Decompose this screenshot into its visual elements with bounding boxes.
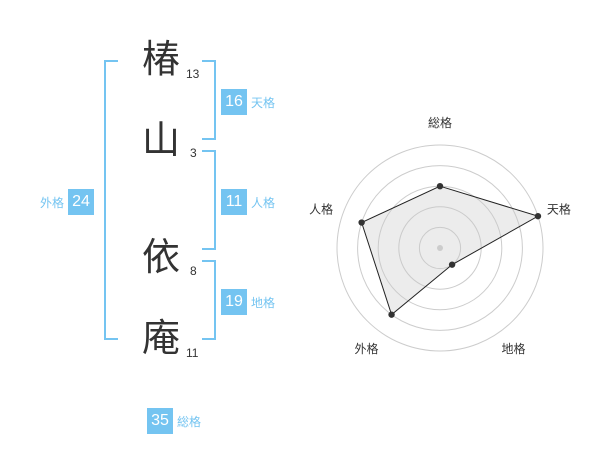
gaikaku-value: 24 xyxy=(68,189,95,215)
soukaku-label: 総格 xyxy=(177,414,202,429)
tenkaku-value: 16 xyxy=(221,89,247,115)
chikaku-badge: 19 地格 xyxy=(221,289,275,315)
name-char-3: 依 xyxy=(141,235,180,279)
radar-point-2 xyxy=(448,261,456,268)
radar-axis-label-3: 外格 xyxy=(355,341,379,356)
radar-grid-ring xyxy=(418,226,462,270)
stroke-count-1: 13 xyxy=(186,67,200,81)
radar-axis-label-2: 地格 xyxy=(501,341,525,356)
gaikaku-label: 外格 xyxy=(40,195,65,210)
chikaku-bracket xyxy=(202,260,216,340)
stroke-count-4: 11 xyxy=(186,346,199,360)
soukaku-value: 35 xyxy=(147,408,173,434)
radar-point-1 xyxy=(534,212,542,220)
jinkaku-value: 11 xyxy=(221,189,247,215)
name-char-1: 椿 xyxy=(141,37,180,81)
name-char-4: 庵 xyxy=(141,316,180,360)
radar-point-3 xyxy=(388,311,395,318)
jinkaku-bracket xyxy=(202,150,216,250)
radar-center xyxy=(437,245,443,251)
radar-axis-label-4: 人格 xyxy=(309,201,333,216)
tenkaku-label: 天格 xyxy=(251,95,276,110)
chikaku-label: 地格 xyxy=(251,295,276,310)
tenkaku-bracket xyxy=(202,60,216,140)
radar-point-0 xyxy=(436,183,444,190)
stroke-count-2: 3 xyxy=(190,146,197,160)
radar-grid-ring xyxy=(336,144,544,352)
radar-grid-ring xyxy=(357,165,523,331)
gaikaku-bracket xyxy=(104,60,118,340)
gaikaku-badge: 外格 24 xyxy=(40,189,95,215)
tenkaku-badge: 16 天格 xyxy=(221,89,275,115)
soukaku-badge: 35 総格 xyxy=(147,408,201,434)
jinkaku-label: 人格 xyxy=(251,195,276,210)
radar-axis-label-0: 総格 xyxy=(428,115,452,130)
jinkaku-badge: 11 人格 xyxy=(221,189,275,215)
radar-data-polygon xyxy=(361,185,540,316)
radar-axis-label-1: 天格 xyxy=(547,201,571,216)
stroke-count-3: 8 xyxy=(190,264,197,278)
name-char-2: 山 xyxy=(141,118,180,162)
chikaku-value: 19 xyxy=(221,289,247,315)
radar-point-4 xyxy=(358,219,365,226)
